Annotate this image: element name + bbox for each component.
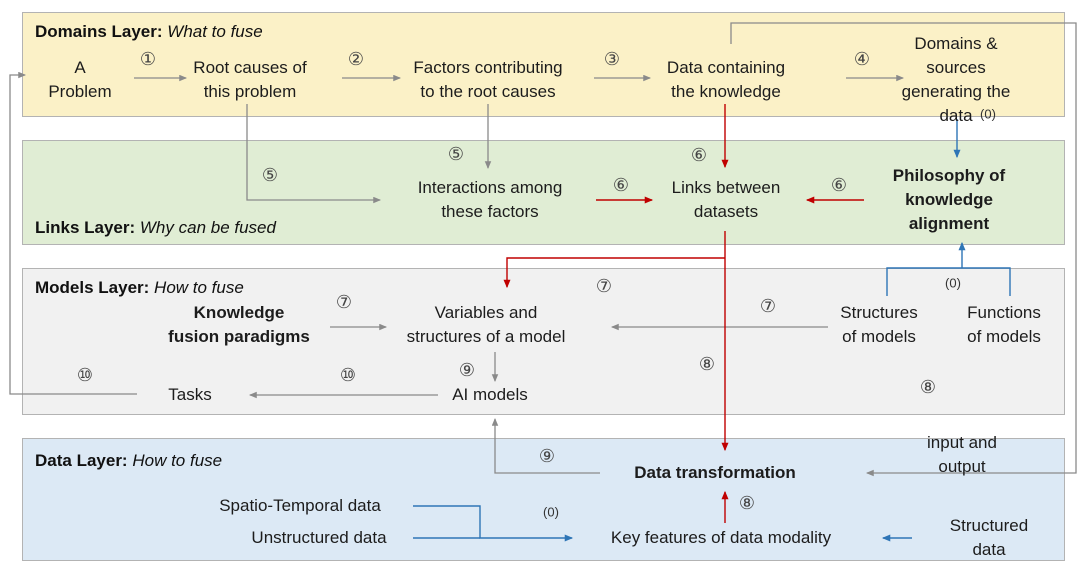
badge-3: ③: [603, 49, 621, 70]
node-tasks: Tasks: [168, 385, 212, 404]
label-zero-domains: (0): [980, 106, 996, 122]
badge-4: ④: [853, 49, 871, 70]
node-functions-of-models: Functions of models: [967, 303, 1041, 346]
badge-5-left: ⑤: [261, 165, 279, 186]
badge-6-left: ⑥: [612, 175, 630, 196]
models-layer-title-label: Models Layer:: [35, 278, 150, 297]
node-ai-models: AI models: [452, 385, 528, 404]
badge-9-bottom: ⑨: [538, 446, 556, 467]
badge-7-left: ⑦: [335, 292, 353, 313]
badge-10-left: ⑩: [76, 365, 94, 386]
node-philosophy-alignment: Philosophy of knowledge alignment: [892, 166, 1006, 233]
links-layer-title-subtitle: Why can be fused: [139, 218, 276, 237]
label-zero-data: (0): [543, 504, 559, 520]
node-key-features-modality: Key features of data modality: [610, 528, 832, 547]
data-layer-title: Data Layer: How to fuse: [35, 451, 222, 471]
node-unstructured-data: Unstructured data: [251, 528, 387, 547]
node-root-causes: Root causes of this problem: [193, 58, 307, 101]
label-zero-models: (0): [945, 275, 961, 291]
links-layer-title: Links Layer: Why can be fused: [35, 218, 276, 238]
badge-9-top: ⑨: [458, 360, 476, 381]
node-data-containing: Data containing the knowledge: [666, 58, 786, 101]
node-factors-contributing: Factors contributing to the root causes: [413, 58, 563, 101]
domains-layer-title-subtitle: What to fuse: [167, 22, 263, 41]
domains-layer-title-label: Domains Layer:: [35, 22, 163, 41]
badge-10-mid: ⑩: [339, 365, 357, 386]
badge-8-bottom: ⑧: [738, 493, 756, 514]
node-domains-sources: Domains & sources generating the data: [901, 34, 1011, 125]
badge-1: ①: [139, 49, 157, 70]
badge-7-mid: ⑦: [595, 276, 613, 297]
data-layer-title-label: Data Layer:: [35, 451, 128, 470]
node-a-problem: A Problem: [48, 58, 112, 101]
models-layer-title: Models Layer: How to fuse: [35, 278, 244, 298]
node-variables-structures: Variables and structures of a model: [406, 303, 566, 346]
links-layer-title-label: Links Layer:: [35, 218, 136, 237]
models-layer-title-subtitle: How to fuse: [154, 278, 244, 297]
node-knowledge-fusion-paradigms: Knowledge fusion paradigms: [168, 303, 310, 346]
node-structured-data: Structured data: [949, 516, 1029, 559]
node-links-between-datasets: Links between datasets: [671, 178, 781, 221]
data-layer-title-subtitle: How to fuse: [132, 451, 223, 470]
badge-6-right: ⑥: [830, 175, 848, 196]
badge-6-top: ⑥: [690, 145, 708, 166]
node-spatio-temporal-data: Spatio-Temporal data: [219, 496, 381, 515]
badge-8-mid: ⑧: [698, 354, 716, 375]
badge-2: ②: [347, 49, 365, 70]
node-data-transformation: Data transformation: [634, 463, 796, 482]
node-structures-of-models: Structures of models: [840, 303, 918, 346]
node-input-and-output: input and output: [927, 433, 997, 476]
node-interactions: Interactions among these factors: [417, 178, 563, 221]
badge-5-mid: ⑤: [447, 144, 465, 165]
badge-8-right: ⑧: [919, 377, 937, 398]
badge-7-right: ⑦: [759, 296, 777, 317]
domains-layer-title: Domains Layer: What to fuse: [35, 22, 263, 42]
